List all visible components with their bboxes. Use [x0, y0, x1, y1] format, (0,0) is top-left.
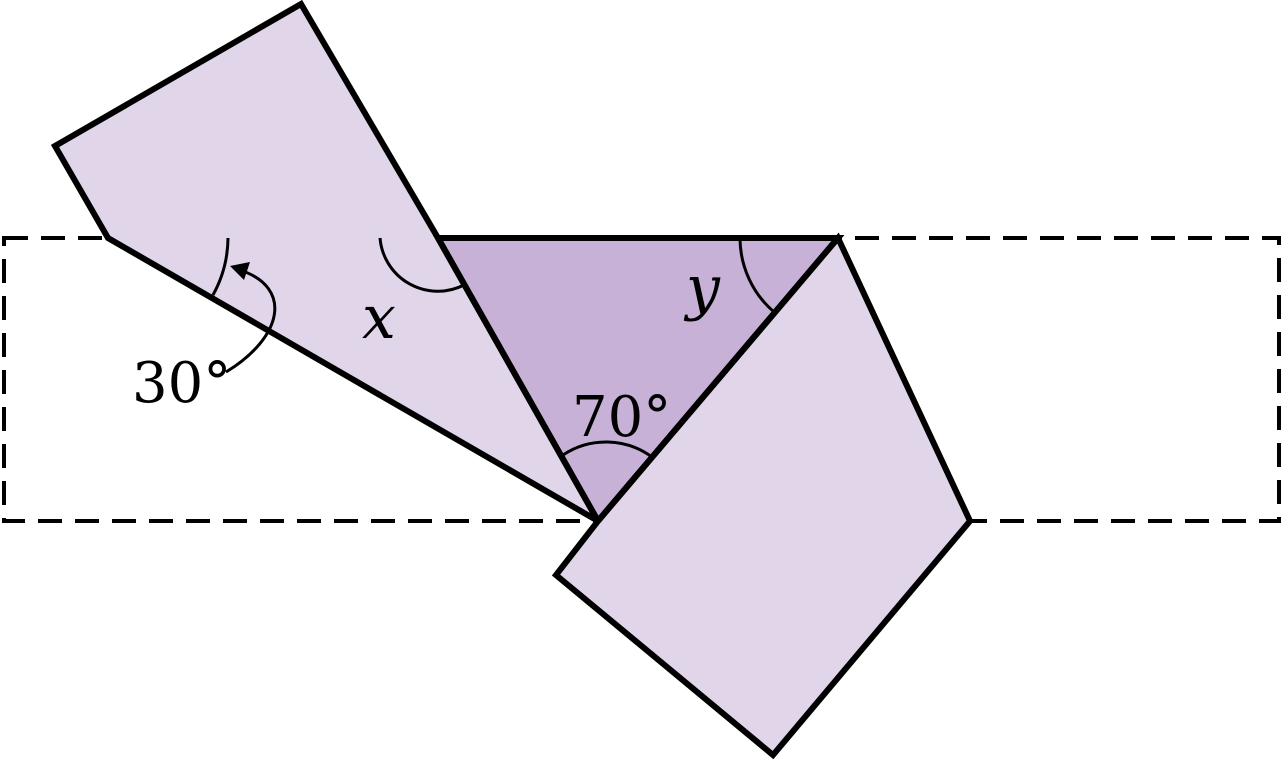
fold-edge-right — [595, 236, 841, 523]
angle-arc-x — [378, 237, 465, 293]
angle-label-70: 70° — [572, 385, 671, 450]
angle-arc-y — [738, 237, 775, 314]
angle-arc-70 — [562, 440, 653, 459]
left-folded-flap — [50, 0, 607, 530]
pointer-arrow-head — [230, 262, 250, 280]
angle-label-y: y — [683, 253, 721, 323]
angle-arc-30 — [211, 237, 230, 296]
angle-label-30: 30° — [132, 351, 231, 416]
pointer-arrow-curve — [225, 268, 277, 374]
angle-label-x: x — [362, 283, 396, 353]
fold-edge-left — [435, 236, 601, 523]
